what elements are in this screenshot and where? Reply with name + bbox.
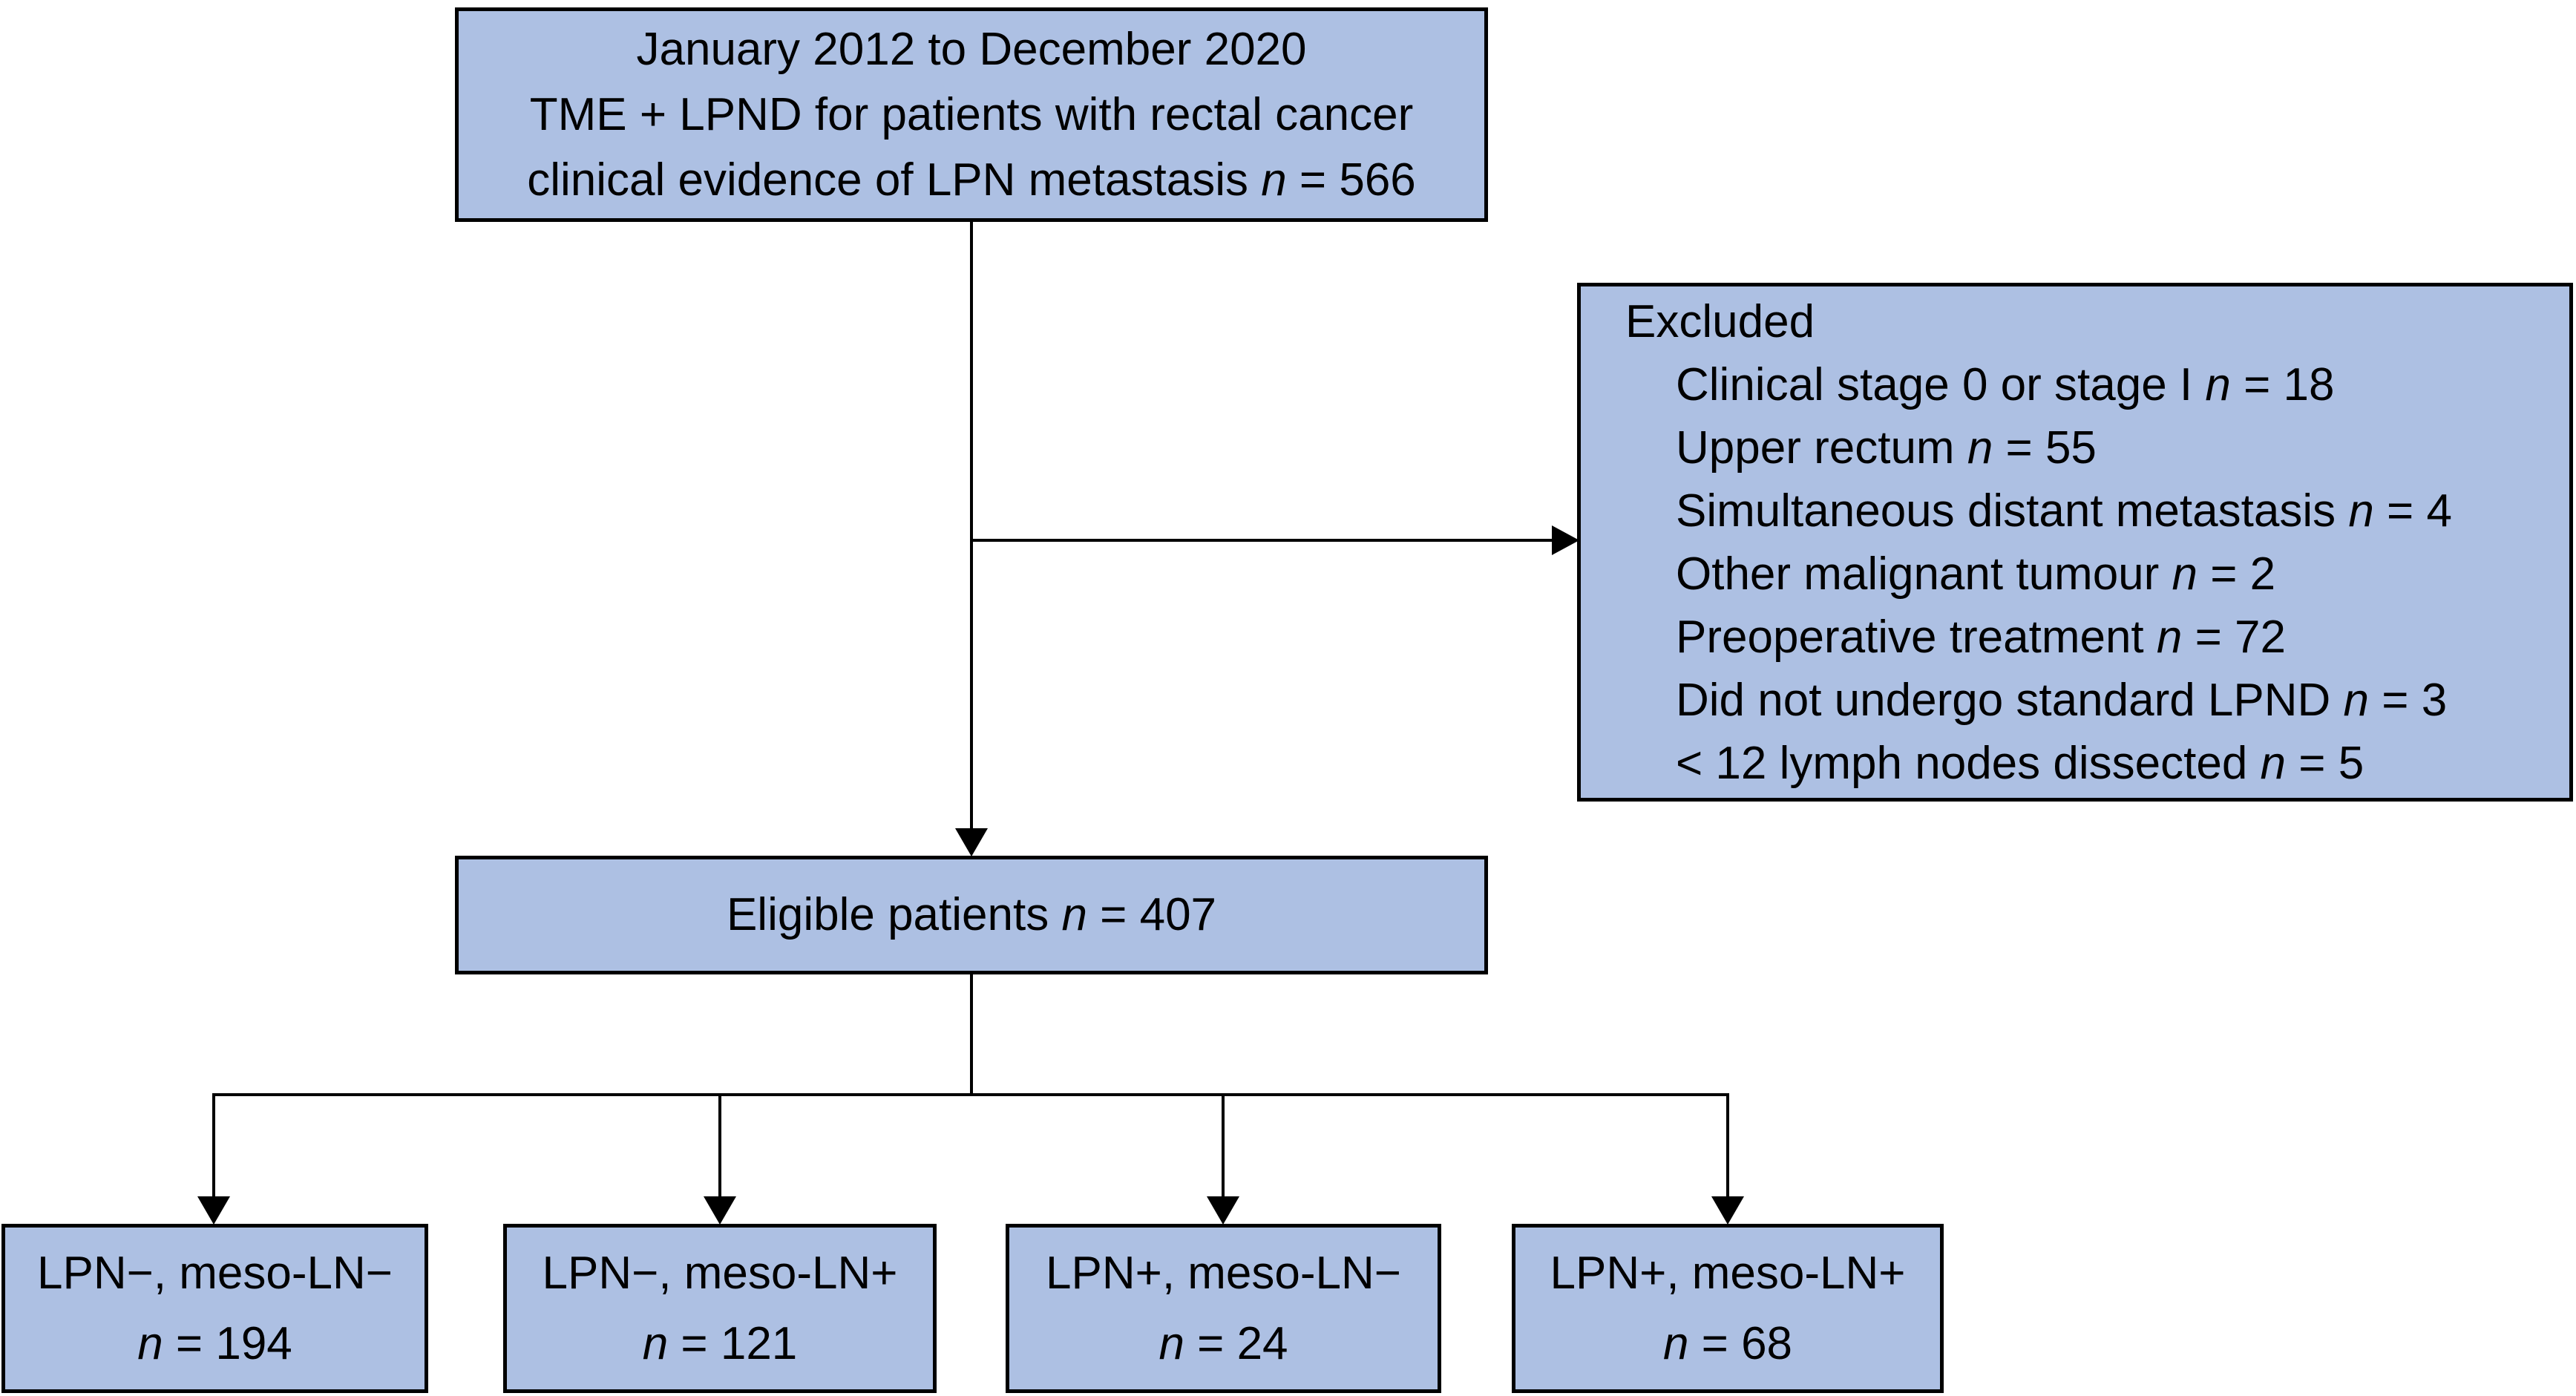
n-italic: n xyxy=(1967,422,1993,473)
excluded-item-count: = 3 xyxy=(2369,674,2448,726)
enrollment-line-period: January 2012 to December 2020 xyxy=(636,23,1307,75)
n-italic: n xyxy=(2205,358,2231,410)
arrow-to-outcome-1 xyxy=(197,1093,230,1225)
enrollment-line-count: clinical evidence of LPN metastasis n = … xyxy=(527,148,1416,213)
outcome-count-line: n = 121 xyxy=(643,1308,798,1379)
excluded-item-stage: Clinical stage 0 or stage I n = 18 xyxy=(1676,353,2334,416)
n-italic: n xyxy=(1061,889,1087,940)
n-italic: n xyxy=(2156,611,2183,663)
eligible-count: = 407 xyxy=(1087,889,1217,940)
excluded-item-text: < 12 lymph nodes dissected xyxy=(1676,737,2261,789)
outcome-label: LPN−, meso-LN+ xyxy=(542,1248,898,1299)
excluded-item-distant-metastasis: Simultaneous distant metastasis n = 4 xyxy=(1676,479,2452,543)
excluded-item-count: = 5 xyxy=(2286,737,2364,789)
outcome-label: LPN−, meso-LN− xyxy=(37,1248,393,1299)
n-italic: n xyxy=(137,1318,163,1369)
excluded-item-text: Clinical stage 0 or stage I xyxy=(1676,358,2206,410)
arrow-to-outcome-3 xyxy=(1207,1093,1239,1225)
eligible-to-branch-line xyxy=(212,973,1729,1096)
n-italic: n xyxy=(1158,1318,1184,1369)
excluded-item-text: Other malignant tumour xyxy=(1676,548,2172,600)
excluded-item-count: = 4 xyxy=(2373,485,2452,537)
excluded-item-upper-rectum: Upper rectum n = 55 xyxy=(1676,416,2097,479)
outcome-box-lpn-neg-meso-pos: LPN−, meso-LN+ n = 121 xyxy=(503,1224,937,1393)
excluded-item-count: = 18 xyxy=(2230,358,2335,410)
enrollment-count-prefix: clinical evidence of LPN metastasis xyxy=(527,154,1262,206)
arrow-to-outcome-2 xyxy=(704,1093,736,1225)
outcome-count: = 194 xyxy=(163,1318,292,1369)
excluded-item-other-tumour: Other malignant tumour n = 2 xyxy=(1676,543,2275,606)
excluded-item-text: Simultaneous distant metastasis xyxy=(1676,485,2349,537)
excluded-box: Excluded Clinical stage 0 or stage I n =… xyxy=(1577,283,2573,802)
excluded-title: Excluded xyxy=(1625,295,1815,347)
outcome-count-line: n = 68 xyxy=(1663,1308,1792,1379)
outcome-label: LPN+, meso-LN− xyxy=(1046,1248,1401,1299)
arrow-to-excluded xyxy=(970,525,1579,555)
outcome-box-lpn-neg-meso-neg: LPN−, meso-LN− n = 194 xyxy=(1,1224,428,1393)
excluded-item-count: = 72 xyxy=(2182,611,2286,663)
n-italic: n xyxy=(2348,485,2374,537)
n-italic: n xyxy=(2343,674,2370,726)
n-italic: n xyxy=(2260,737,2287,789)
excluded-item-lymph-nodes: < 12 lymph nodes dissected n = 5 xyxy=(1676,732,2364,795)
excluded-item-preoperative: Preoperative treatment n = 72 xyxy=(1676,606,2286,669)
excluded-item-count: = 2 xyxy=(2198,548,2276,600)
eligible-line: Eligible patients n = 407 xyxy=(727,882,1216,948)
excluded-item-no-standard-lpnd: Did not undergo standard LPND n = 3 xyxy=(1676,669,2447,732)
n-italic: n xyxy=(1662,1318,1689,1369)
enrollment-line-procedure: TME + LPND for patients with rectal canc… xyxy=(529,88,1414,140)
outcome-count: = 68 xyxy=(1688,1318,1793,1369)
excluded-item-text: Preoperative treatment xyxy=(1676,611,2157,663)
outcome-count-line: n = 194 xyxy=(137,1308,292,1379)
eligible-box: Eligible patients n = 407 xyxy=(455,856,1488,974)
excluded-item-text: Upper rectum xyxy=(1676,422,1967,473)
outcome-label: LPN+, meso-LN+ xyxy=(1550,1248,1906,1299)
enrollment-box: January 2012 to December 2020 TME + LPND… xyxy=(455,7,1488,222)
arrow-to-outcome-4 xyxy=(1711,1093,1744,1225)
outcome-count: = 24 xyxy=(1184,1318,1288,1369)
n-italic: n xyxy=(642,1318,669,1369)
outcome-box-lpn-pos-meso-neg: LPN+, meso-LN− n = 24 xyxy=(1006,1224,1441,1393)
excluded-item-count: = 55 xyxy=(1993,422,2097,473)
arrow-top-to-eligible xyxy=(955,220,988,856)
outcome-count: = 121 xyxy=(668,1318,798,1369)
eligible-text: Eligible patients xyxy=(726,889,1062,940)
outcome-box-lpn-pos-meso-pos: LPN+, meso-LN+ n = 68 xyxy=(1512,1224,1944,1393)
enrollment-count-value: = 566 xyxy=(1286,154,1416,206)
excluded-item-text: Did not undergo standard LPND xyxy=(1676,674,2344,726)
outcome-count-line: n = 24 xyxy=(1158,1308,1288,1379)
n-italic: n xyxy=(2172,548,2198,600)
n-italic: n xyxy=(1261,154,1287,206)
